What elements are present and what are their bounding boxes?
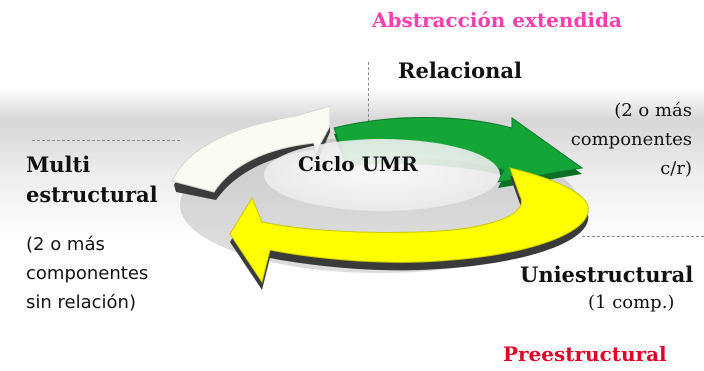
divider-left — [32, 140, 180, 141]
label-uniestructural: Uniestructural — [520, 262, 694, 287]
relacional-description: (2 o más componentes c/r) — [500, 96, 692, 183]
title-abstraccion-extendida: Abstracción extendida — [372, 8, 622, 32]
center-label-ciclo-umr: Ciclo UMR — [298, 152, 418, 176]
white-arrow — [171, 105, 331, 193]
relacional-desc-line-1: (2 o más — [614, 100, 692, 121]
title-preestructural: Preestructural — [503, 342, 667, 366]
divider-right — [582, 236, 704, 237]
uniestructural-description: (1 comp.) — [588, 292, 675, 313]
yellow-arrow-shade — [230, 176, 589, 290]
cycle-hole — [264, 139, 500, 211]
multi-desc-line-2: componentes — [26, 263, 149, 284]
multi-desc-line-1: (2 o más — [26, 234, 105, 255]
relacional-desc-line-3: c/r) — [660, 158, 692, 179]
multi-line-1: Multi — [26, 152, 91, 177]
yellow-arrow — [229, 167, 589, 284]
relacional-desc-line-2: componentes — [570, 129, 692, 150]
multi-line-2: estructural — [26, 182, 158, 207]
label-relacional: Relacional — [398, 58, 523, 83]
multiestructural-description: (2 o más componentes sin relación) — [26, 230, 148, 317]
label-multiestructural: Multi estructural — [26, 150, 158, 210]
multi-desc-line-3: sin relación) — [26, 292, 136, 313]
divider-vertical — [368, 62, 369, 122]
